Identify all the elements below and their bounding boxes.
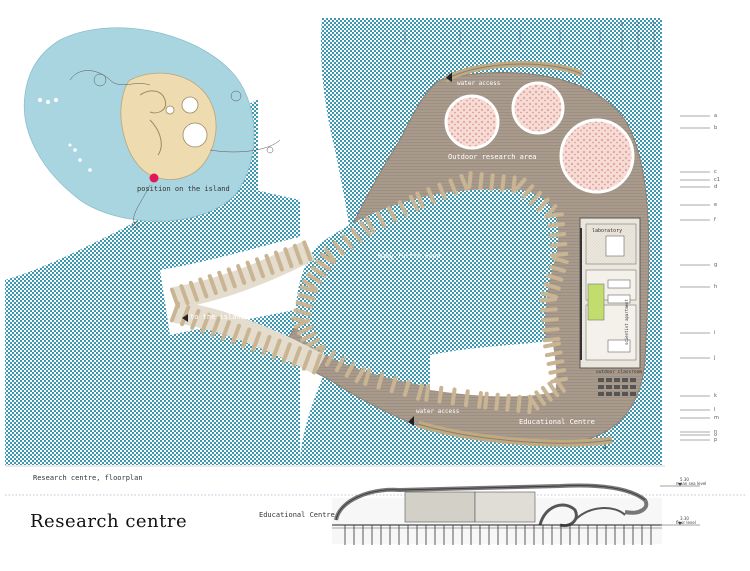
- boardwalk-slats: [291, 171, 569, 414]
- grid-number-1: 1: [652, 22, 656, 28]
- label-baby-turtle-pond: Baby Turtle Pond: [378, 252, 441, 260]
- water-area-left-lower: [5, 185, 300, 465]
- grid-number-2: 2: [636, 22, 640, 28]
- island-inset: [23, 27, 281, 229]
- label-coral-plantation: Coral Plantation: [452, 358, 520, 366]
- page-title: Research centre: [30, 511, 188, 532]
- grid-letter-f: f: [714, 217, 716, 223]
- grid-letter-j: j: [714, 355, 716, 361]
- label-outdoor-classroom: outdoor classroom: [596, 370, 643, 375]
- level-bottom-value: 3.30: [680, 516, 689, 521]
- coral-plantation-area: [430, 340, 557, 397]
- level-top-value: 5.30: [680, 477, 689, 482]
- grid-letter-g: g: [714, 262, 718, 268]
- boardwalk-arms: [173, 240, 326, 375]
- inset-label: position on the island: [137, 185, 230, 193]
- section-drawing: [332, 483, 700, 545]
- research-pool-2: [511, 81, 565, 135]
- grid-number-3: 3: [620, 22, 624, 28]
- label-water-access-bottom: water access: [416, 408, 460, 415]
- section-label: Educational Centre: [259, 511, 335, 519]
- label-educational-centre: Educational Centre: [519, 418, 595, 426]
- grid-letter-p: p: [714, 437, 718, 443]
- label-water-access-top: water access: [457, 80, 501, 87]
- floorplan-caption: Research centre, floorplan: [33, 474, 143, 482]
- label-outdoor-research-area: Outdoor research area: [448, 153, 537, 161]
- arrow-water-access-bottom: [408, 416, 414, 426]
- building-block: [579, 217, 641, 369]
- grid-lines-top: [404, 30, 655, 50]
- grid-letter-k: k: [714, 393, 717, 399]
- label-scientist-apartment: scientist apartment: [624, 299, 629, 345]
- level-bottom-note: floor level: [676, 520, 696, 525]
- grid-letter-l: l: [714, 407, 716, 413]
- arrow-water-access-top: [446, 72, 452, 82]
- grid-lines-right: [680, 115, 710, 441]
- location-marker: [149, 173, 159, 183]
- level-top-note: mean sea level: [676, 481, 707, 486]
- grid-letter-c: c: [714, 169, 717, 175]
- grid-letter-e: e: [714, 202, 718, 208]
- research-pool-3: [559, 118, 635, 194]
- label-laboratory: laboratory: [592, 228, 623, 234]
- grid-letter-o: o: [714, 432, 718, 438]
- grid-letter-c1: c1: [714, 177, 720, 183]
- label-section-marker: a: [603, 444, 607, 451]
- outdoor-classroom-benches: [598, 378, 636, 396]
- arrow-to-island: [182, 314, 188, 322]
- arm-slats: [169, 240, 323, 375]
- grid-letter-h: h: [714, 284, 718, 290]
- grid-letter-i: i: [714, 330, 716, 336]
- grid-letter-a: a: [714, 113, 718, 119]
- grid-letter-b: b: [714, 125, 718, 131]
- research-pool-1: [444, 94, 500, 150]
- green-room: [587, 283, 605, 321]
- label-to-the-island: to the island: [190, 313, 245, 321]
- grid-letter-m: m: [714, 415, 719, 421]
- grid-letter-d: d: [714, 184, 718, 190]
- grid-letter-n: n: [714, 429, 718, 435]
